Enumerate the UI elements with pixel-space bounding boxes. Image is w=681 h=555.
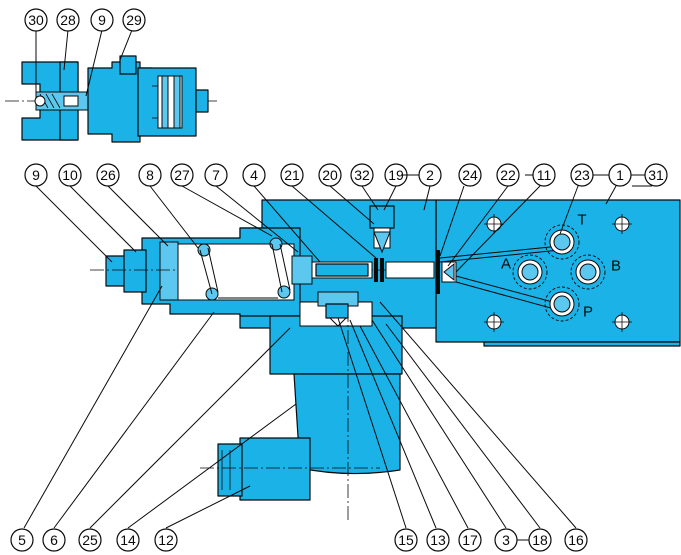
port-label-t: T — [577, 212, 586, 229]
callout-11: 11 — [532, 163, 556, 187]
callout-9: 9 — [24, 163, 48, 187]
svg-text:12: 12 — [158, 532, 174, 548]
callout-18: 18 — [528, 528, 552, 552]
callout-32: 32 — [350, 163, 374, 187]
bottom-callouts: 5 6 25 14 12 15 13 17 3 18 16 — [10, 528, 588, 552]
callout-detail-30: 30 — [24, 8, 48, 32]
svg-text:25: 25 — [82, 532, 98, 548]
callout-3: 3 — [494, 528, 518, 552]
svg-text:1: 1 — [616, 167, 624, 183]
callout-6: 6 — [42, 528, 66, 552]
detail-callouts: 30 28 9 29 — [24, 8, 146, 32]
port-label-a: A — [501, 256, 511, 273]
callout-22: 22 — [496, 163, 520, 187]
callout-15: 15 — [394, 528, 418, 552]
svg-text:23: 23 — [574, 167, 590, 183]
svg-text:8: 8 — [146, 167, 154, 183]
callout-21: 21 — [280, 163, 304, 187]
svg-text:24: 24 — [462, 167, 478, 183]
svg-text:19: 19 — [388, 167, 404, 183]
callout-1: 1 — [608, 163, 632, 187]
svg-text:11: 11 — [537, 167, 552, 183]
callout-17: 17 — [458, 528, 482, 552]
port-label-p: P — [583, 304, 593, 321]
mounting-holes — [484, 214, 632, 332]
svg-text:30: 30 — [28, 12, 44, 28]
svg-text:32: 32 — [354, 167, 370, 183]
svg-text:26: 26 — [100, 167, 116, 183]
callout-7: 7 — [204, 163, 228, 187]
callout-detail-29: 29 — [122, 8, 146, 32]
svg-text:15: 15 — [398, 532, 414, 548]
callout-23: 23 — [570, 163, 594, 187]
callout-26: 26 — [96, 163, 120, 187]
svg-text:21: 21 — [284, 167, 300, 183]
svg-text:7: 7 — [212, 167, 220, 183]
callout-20: 20 — [318, 163, 342, 187]
callout-24: 24 — [458, 163, 482, 187]
valve-assembly: T A B P — [90, 199, 681, 520]
callout-5: 5 — [10, 528, 34, 552]
callout-13: 13 — [426, 528, 450, 552]
callout-8: 8 — [138, 163, 162, 187]
svg-text:28: 28 — [60, 12, 76, 28]
svg-text:14: 14 — [120, 532, 136, 548]
svg-text:16: 16 — [568, 532, 584, 548]
detail-view — [5, 55, 220, 143]
callout-4: 4 — [242, 163, 266, 187]
callout-10: 10 — [58, 163, 82, 187]
svg-text:17: 17 — [462, 532, 478, 548]
callout-31: 31 — [644, 163, 668, 187]
svg-text:4: 4 — [250, 167, 258, 183]
svg-text:9: 9 — [98, 12, 106, 28]
svg-text:13: 13 — [430, 532, 446, 548]
callout-16: 16 — [564, 528, 588, 552]
svg-text:3: 3 — [502, 532, 510, 548]
callout-detail-28: 28 — [56, 8, 80, 32]
svg-text:20: 20 — [322, 167, 338, 183]
svg-text:27: 27 — [174, 167, 190, 183]
callout-25: 25 — [78, 528, 102, 552]
svg-text:10: 10 — [62, 167, 78, 183]
callout-2: 2 — [418, 163, 442, 187]
svg-text:5: 5 — [18, 532, 26, 548]
svg-text:9: 9 — [32, 167, 40, 183]
svg-text:31: 31 — [648, 167, 664, 183]
ports — [512, 224, 606, 322]
svg-text:18: 18 — [532, 532, 548, 548]
svg-text:22: 22 — [500, 167, 516, 183]
callout-14: 14 — [116, 528, 140, 552]
top-callouts: 9 10 26 8 27 7 4 21 20 32 19 2 24 22 11 … — [24, 163, 668, 187]
svg-text:6: 6 — [50, 532, 58, 548]
svg-text:2: 2 — [426, 167, 434, 183]
callout-detail-9: 9 — [90, 8, 114, 32]
spring — [197, 237, 291, 301]
port-label-b: B — [611, 258, 621, 275]
leader-lines — [23, 29, 652, 529]
callout-12: 12 — [154, 528, 178, 552]
svg-text:29: 29 — [126, 12, 142, 28]
callout-27: 27 — [170, 163, 194, 187]
